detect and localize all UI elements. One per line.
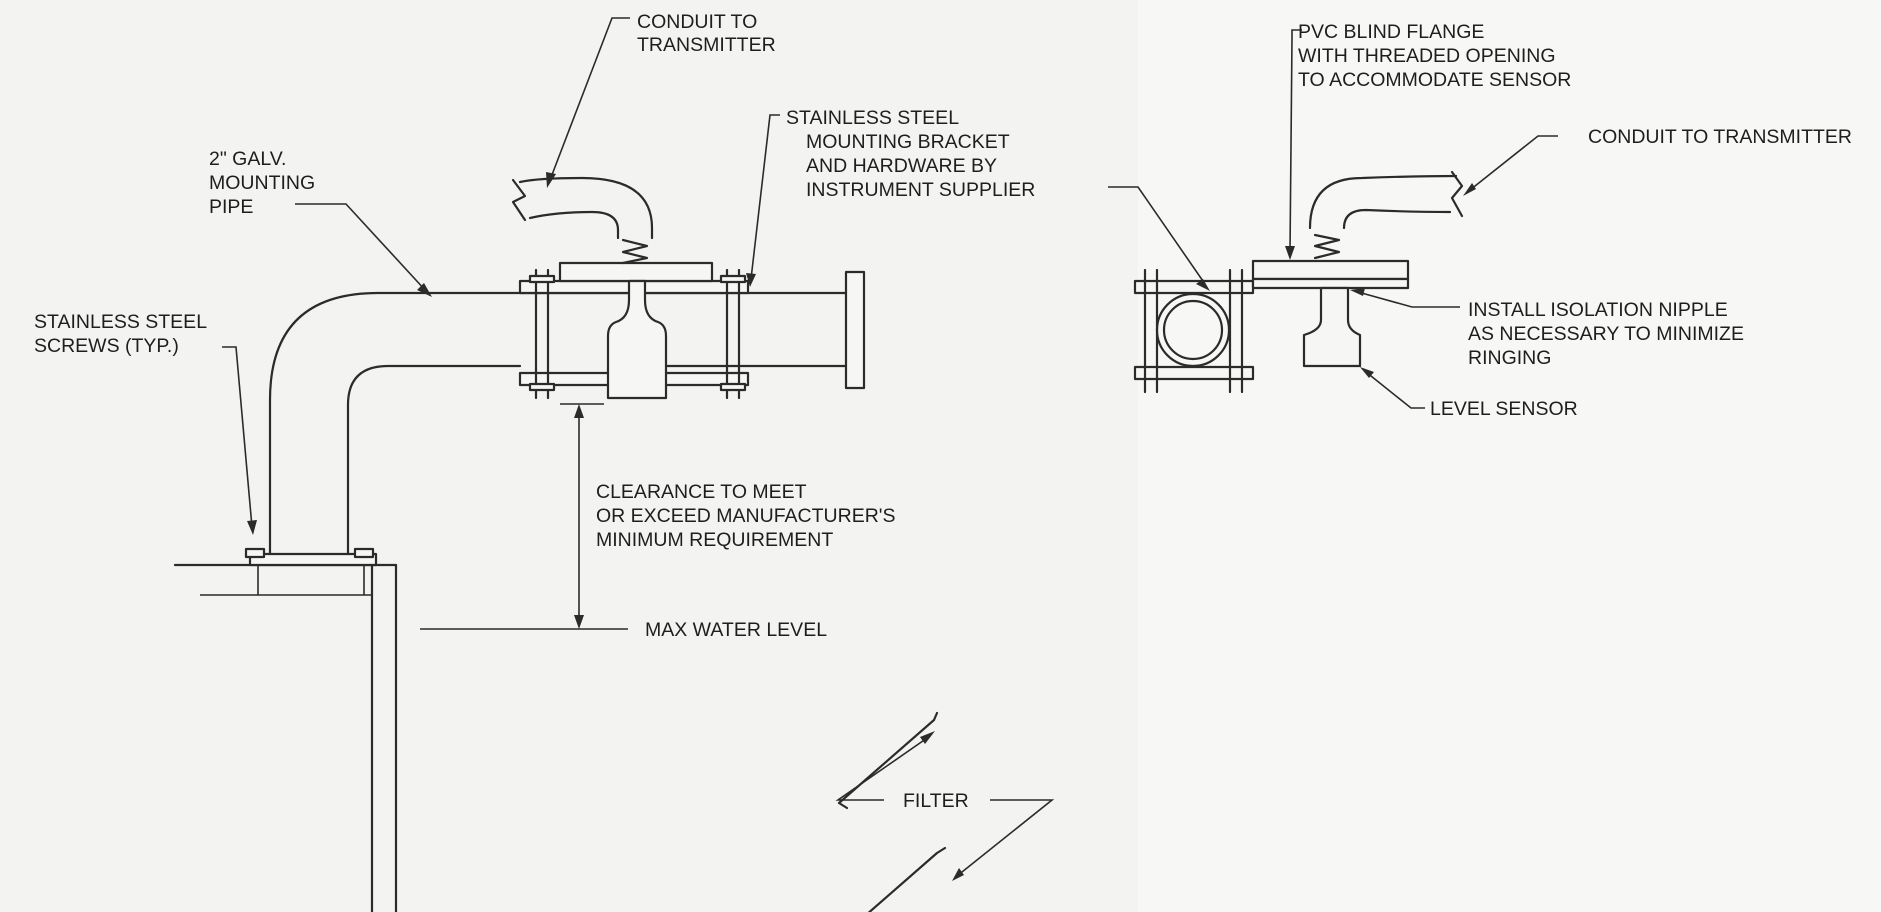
pipe-base-plate [244, 547, 378, 595]
mounting-bracket-label: STAINLESS STEEL MOUNTING BRACKET AND HAR… [786, 107, 1035, 201]
level-sensor [606, 279, 668, 400]
left-elevation-view: CONDUIT TO TRANSMITTER STAINLESS STEEL M… [34, 11, 1055, 912]
section-bracket [1133, 268, 1255, 394]
pipe-cross-section [1155, 292, 1231, 368]
stainless-screws-label: STAINLESS STEEL SCREWS (TYP.) [34, 311, 212, 357]
section-level-sensor [1302, 286, 1362, 368]
right-conduit-label: CONDUIT TO TRANSMITTER [1588, 126, 1852, 148]
level-sensor-label: LEVEL SENSOR [1430, 398, 1578, 420]
right-leader-lines [1108, 29, 1558, 409]
conduit [511, 176, 654, 265]
galvanized-pipe-label: 2" GALV. MOUNTING PIPE [209, 148, 321, 218]
section-conduit [1308, 170, 1464, 260]
conduit-to-transmitter-label: CONDUIT TO TRANSMITTER [637, 11, 776, 56]
isolation-nipple-label: INSTALL ISOLATION NIPPLE AS NECESSARY TO… [1468, 299, 1749, 369]
clearance-note-label: CLEARANCE TO MEET OR EXCEED MANUFACTURER… [596, 481, 901, 551]
section-blind-flange [1251, 259, 1410, 281]
filter-wall [173, 563, 398, 912]
pipe-end-flange [844, 270, 866, 390]
left-leader-lines [222, 17, 1055, 912]
right-sheet-background [1138, 0, 1881, 912]
pvc-blind-flange-label: PVC BLIND FLANGE WITH THREADED OPENING T… [1298, 21, 1571, 91]
blind-flange [558, 261, 714, 283]
right-section-view: PVC BLIND FLANGE WITH THREADED OPENING T… [1108, 21, 1852, 420]
filter-label: FILTER [903, 790, 969, 812]
max-water-level-label: MAX WATER LEVEL [645, 619, 827, 641]
clearance-dimension [420, 403, 628, 630]
